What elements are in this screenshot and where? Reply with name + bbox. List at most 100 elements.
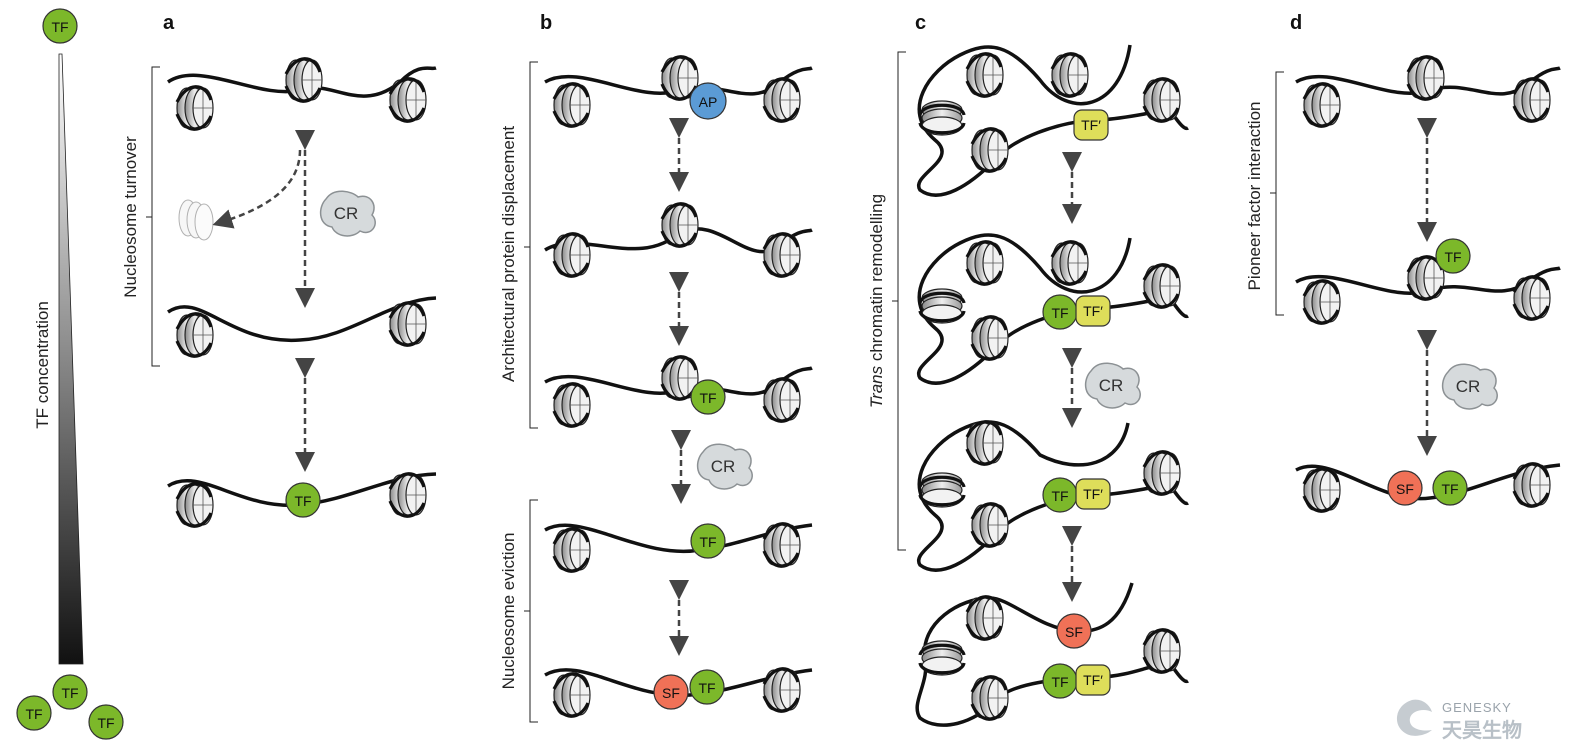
evicted-nucleosome [178,199,214,241]
panel-letter-a: a [163,12,175,34]
nucleosome [965,595,1005,641]
watermark-line1: GENESKY [1442,700,1512,715]
nucleosome [918,639,966,677]
chromatin-row: TF [544,522,813,573]
nucleosome [388,472,428,518]
chromatin-row [167,57,437,131]
tf-prime-factor [1075,664,1111,696]
side-label-c: Trans chromatin remodelling [867,194,886,408]
chromatin-row: TF [1295,238,1561,325]
chromatin-row: SF TF [1295,462,1561,513]
chromatin-row: AP [544,55,813,128]
nucleosome [918,471,966,509]
chromatin-loop: TF′ [916,44,1189,197]
chromatin-row: SF TF [544,667,813,718]
sf-factor [1387,470,1423,506]
panel-letter-c: c [915,12,926,34]
nucleosome [660,202,700,248]
watermark: GENESKY 天昊生物 [1396,699,1522,742]
tf-prime-label: TF′ [1083,486,1103,502]
tf-label: TF [1051,305,1068,321]
nucleosome [388,77,428,123]
bracket-b-bottom [524,499,538,723]
chromatin-row [167,296,437,358]
nucleosome [918,99,966,137]
nucleosome [1050,52,1090,98]
tf-prime-factor [1073,109,1109,141]
chromatin-row [544,202,813,278]
panel-c: c Trans chromatin remodelling TF′ TF TF′ [867,12,1189,727]
tf-factor [1435,238,1471,274]
nucleosome [1142,77,1182,123]
nucleosome [1142,263,1182,309]
nucleosome [1302,279,1342,325]
nucleosome [552,82,592,128]
tf-top-circle: TF [42,8,78,44]
nucleosome [1050,240,1090,286]
tf-prime-factor [1075,478,1111,510]
chromatin-loop: SF TF TF′ [915,582,1189,727]
panel-letter-b: b [540,12,552,34]
tf-prime-label: TF′ [1083,303,1103,319]
side-label-b-2: Nucleosome eviction [499,533,518,690]
eviction-arrow [212,149,302,229]
sf-label: SF [1396,481,1414,497]
tf-prime-label: TF′ [1081,117,1101,133]
nucleosome [918,287,966,325]
gradient-label: TF concentration [33,301,52,429]
tf-bottom-label: TF [61,685,78,701]
nucleosome [552,232,592,278]
nucleosome [1512,77,1552,123]
nucleosome [970,675,1010,721]
bracket-a [146,66,160,367]
tf-bottom-circles: TF TF TF [16,674,124,740]
nucleosome [762,522,802,568]
nucleosome [970,502,1010,548]
tf-label: TF [1051,674,1068,690]
tf-factor [1432,470,1468,506]
nucleosome [1142,628,1182,674]
tf-label: TF [1444,249,1461,265]
sf-label: SF [662,685,680,701]
nucleosome [762,232,802,278]
chromatin-row: TF [544,355,813,428]
nucleosome [970,315,1010,361]
tf-prime-label: TF′ [1083,672,1103,688]
concentration-gradient-triangle [58,53,84,665]
tf-factor [285,482,321,518]
tf-prime-factor [1075,295,1111,327]
nucleosome [1406,55,1446,101]
tf-label: TF [1441,481,1458,497]
panel-a: a Nucleosome turnover CR [121,12,437,528]
tf-factor [690,379,726,415]
tf-label: TF [294,493,311,509]
nucleosome [762,77,802,123]
sf-factor [653,674,689,710]
tf-bottom-label: TF [97,715,114,731]
tf-factor [690,523,726,559]
bracket-d [1270,71,1284,316]
chromatin-remodeller-cr: CR [319,190,376,237]
side-label-c-rest: chromatin remodelling [867,194,886,366]
nucleosome [1142,450,1182,496]
nucleosome [1302,82,1342,128]
nucleosome [965,240,1005,286]
tf-label: TF [699,390,716,406]
sf-factor [1056,613,1092,649]
tf-top-label: TF [51,19,68,35]
chromatin-remodeller-cr: CR [696,443,753,490]
nucleosome [175,312,215,358]
side-label-a: Nucleosome turnover [121,136,140,298]
sf-label: SF [1065,624,1083,640]
nucleosome [552,382,592,428]
cr-label: CR [1099,376,1124,395]
chromatin-row: TF [167,472,437,528]
tf-factor [689,669,725,705]
ap-label: AP [699,94,718,110]
nucleosome [762,667,802,713]
cr-label: CR [711,457,736,476]
cr-label: CR [1456,377,1481,396]
nucleosome [965,420,1005,466]
tf-label: TF [698,680,715,696]
nucleosome [284,57,324,103]
